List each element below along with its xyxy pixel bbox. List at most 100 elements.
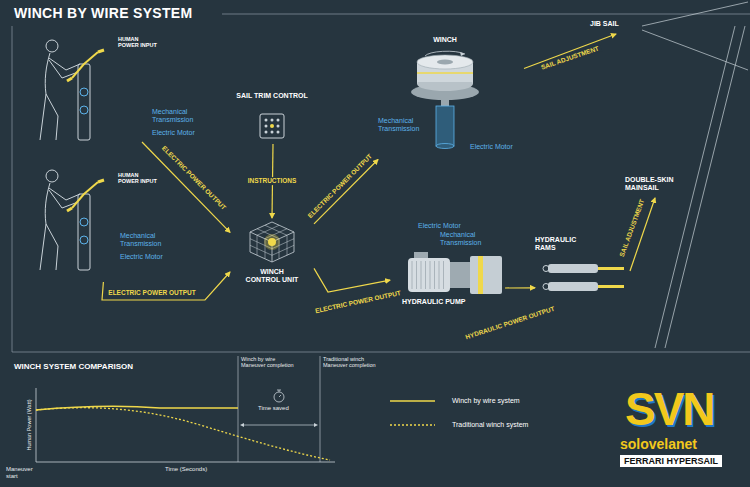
component-label: HUMAN POWER INPUT bbox=[118, 36, 160, 49]
sail-trim-icon bbox=[271, 131, 274, 134]
hydraulic-rams-drawing bbox=[598, 285, 624, 288]
grinder-figure bbox=[80, 106, 88, 114]
frame bbox=[12, 14, 750, 352]
hydraulic-rams-drawing bbox=[598, 267, 624, 270]
hydraulic-pump-drawing bbox=[434, 261, 435, 289]
sail-trim-icon bbox=[270, 124, 274, 128]
component-label: Mechanical Transmission bbox=[378, 117, 430, 133]
hydraulic-pump-drawing bbox=[478, 256, 483, 294]
component-label: Electric Motor bbox=[418, 222, 478, 230]
hydraulic-rams-drawing bbox=[543, 284, 549, 290]
sail-trim-icon bbox=[277, 119, 280, 122]
component-label: DOUBLE-SKIN MAINSAIL bbox=[625, 176, 683, 192]
edge-label: ELECTRIC POWER OUTPUT bbox=[106, 289, 197, 297]
component-label: JIB SAIL bbox=[590, 20, 640, 28]
legend-samples bbox=[390, 400, 435, 402]
annotation-label: Maneuver start bbox=[6, 466, 46, 480]
winch-drawing bbox=[411, 51, 479, 148]
component-node: WINCH Mechanical TransmissionElectric Mot… bbox=[378, 36, 524, 166]
sail-lines bbox=[655, 26, 745, 348]
grinder-figure bbox=[78, 64, 90, 140]
winch-drawing bbox=[436, 144, 454, 149]
grinder-figure bbox=[72, 52, 98, 78]
component-node: Electric MotorMechanical TransmissionHYD… bbox=[390, 222, 505, 310]
legend-text: Winch by wire system bbox=[452, 397, 520, 405]
control-unit-cube bbox=[250, 222, 294, 262]
legend-text: Traditional winch system bbox=[452, 421, 528, 429]
grinder-figure bbox=[67, 50, 104, 81]
component-label: HYDRAULIC RAMS bbox=[535, 236, 585, 252]
winch-drawing bbox=[441, 98, 449, 106]
sail-trim-icon bbox=[265, 125, 268, 128]
hydraulic-pump-drawing bbox=[416, 261, 417, 289]
grinder-figure bbox=[46, 40, 58, 52]
sail-trim-icon bbox=[277, 125, 280, 128]
sail-lines bbox=[642, 2, 748, 348]
power-connector bbox=[505, 287, 535, 288]
edge-label: INSTRUCTIONS bbox=[246, 177, 299, 185]
power-connector bbox=[314, 160, 378, 224]
hydraulic-pump-drawing bbox=[470, 256, 502, 294]
winch-drawing bbox=[437, 60, 453, 65]
hydraulic-pump-drawing bbox=[412, 261, 444, 289]
edge-label: ELECTRIC POWER OUTPUT bbox=[305, 151, 375, 221]
winch-drawing bbox=[417, 55, 473, 69]
comparison-chart bbox=[36, 406, 238, 410]
component-label: Mechanical Transmission bbox=[440, 231, 495, 247]
comparison-chart bbox=[36, 408, 330, 460]
hydraulic-pump-drawing bbox=[412, 261, 413, 289]
hydraulic-rams-drawing bbox=[543, 266, 549, 272]
power-connector bbox=[314, 268, 390, 292]
annotation-label: Winch by wire Maneuver completion bbox=[241, 356, 299, 369]
legend-samples bbox=[390, 401, 435, 425]
component-node: WINCH CONTROL UNIT bbox=[230, 218, 314, 290]
control-unit-cube bbox=[268, 238, 276, 246]
hydraulic-pump-drawing bbox=[408, 252, 502, 294]
component-label: HUMAN POWER INPUT bbox=[118, 172, 160, 185]
annotation-label: FERRARI HYPERSAIL bbox=[620, 455, 722, 467]
hydraulic-rams-drawing bbox=[543, 264, 624, 291]
comparison-chart bbox=[36, 388, 335, 462]
frame bbox=[12, 26, 750, 352]
edge-label: HYDRAULIC POWER OUTPUT bbox=[463, 304, 558, 341]
annotation-label: Traditional winch Maneuver completion bbox=[323, 356, 385, 369]
edge-label: SAIL ADJUSTMENT bbox=[538, 44, 602, 72]
component-node: HUMAN POWER INPUTMechanical Transmission… bbox=[40, 166, 172, 282]
grinder-figure bbox=[40, 170, 104, 270]
component-label: Electric Motor bbox=[470, 143, 522, 151]
sail-trim-icon bbox=[277, 131, 280, 134]
hydraulic-pump-drawing bbox=[430, 261, 431, 289]
grinder-figure bbox=[40, 40, 104, 140]
edge-label: SAIL ADJUSTMENT bbox=[617, 196, 646, 259]
grinder-figure bbox=[40, 53, 80, 140]
hydraulic-rams-drawing bbox=[548, 264, 598, 273]
power-connector bbox=[524, 34, 616, 69]
sail-lines bbox=[642, 2, 748, 70]
sail-trim-icon bbox=[260, 114, 284, 138]
hydraulic-pump-drawing bbox=[414, 252, 428, 258]
diagram-title: WINCH BY WIRE SYSTEM bbox=[14, 5, 192, 21]
component-label: WINCH bbox=[425, 36, 465, 44]
hydraulic-pump-drawing bbox=[439, 261, 440, 289]
comparison-chart bbox=[238, 356, 320, 462]
component-label: SAIL TRIM CONTROL bbox=[229, 92, 315, 100]
component-node: HYDRAULIC RAMS bbox=[535, 236, 630, 306]
component-label: HYDRAULIC PUMP bbox=[402, 298, 472, 306]
comparison-chart bbox=[36, 356, 335, 462]
sail-trim-icon bbox=[265, 119, 280, 134]
grinder-figure bbox=[80, 88, 88, 96]
annotation-label: WINCH SYSTEM COMPARISON bbox=[14, 362, 133, 371]
hydraulic-rams-drawing bbox=[548, 282, 598, 291]
sail-trim-icon bbox=[265, 131, 268, 134]
comparison-chart bbox=[240, 423, 318, 427]
hydraulic-pump-drawing bbox=[425, 261, 426, 289]
component-node: SAIL TRIM CONTROL bbox=[229, 92, 317, 144]
annotation-label: Time saved bbox=[258, 405, 289, 412]
winch-drawing bbox=[417, 72, 473, 74]
hydraulic-pump-drawing bbox=[450, 262, 470, 288]
sail-trim-icon bbox=[265, 119, 268, 122]
component-node: JIB SAIL bbox=[590, 20, 642, 34]
hydraulic-pump-drawing bbox=[421, 261, 422, 289]
power-connector bbox=[102, 272, 230, 300]
